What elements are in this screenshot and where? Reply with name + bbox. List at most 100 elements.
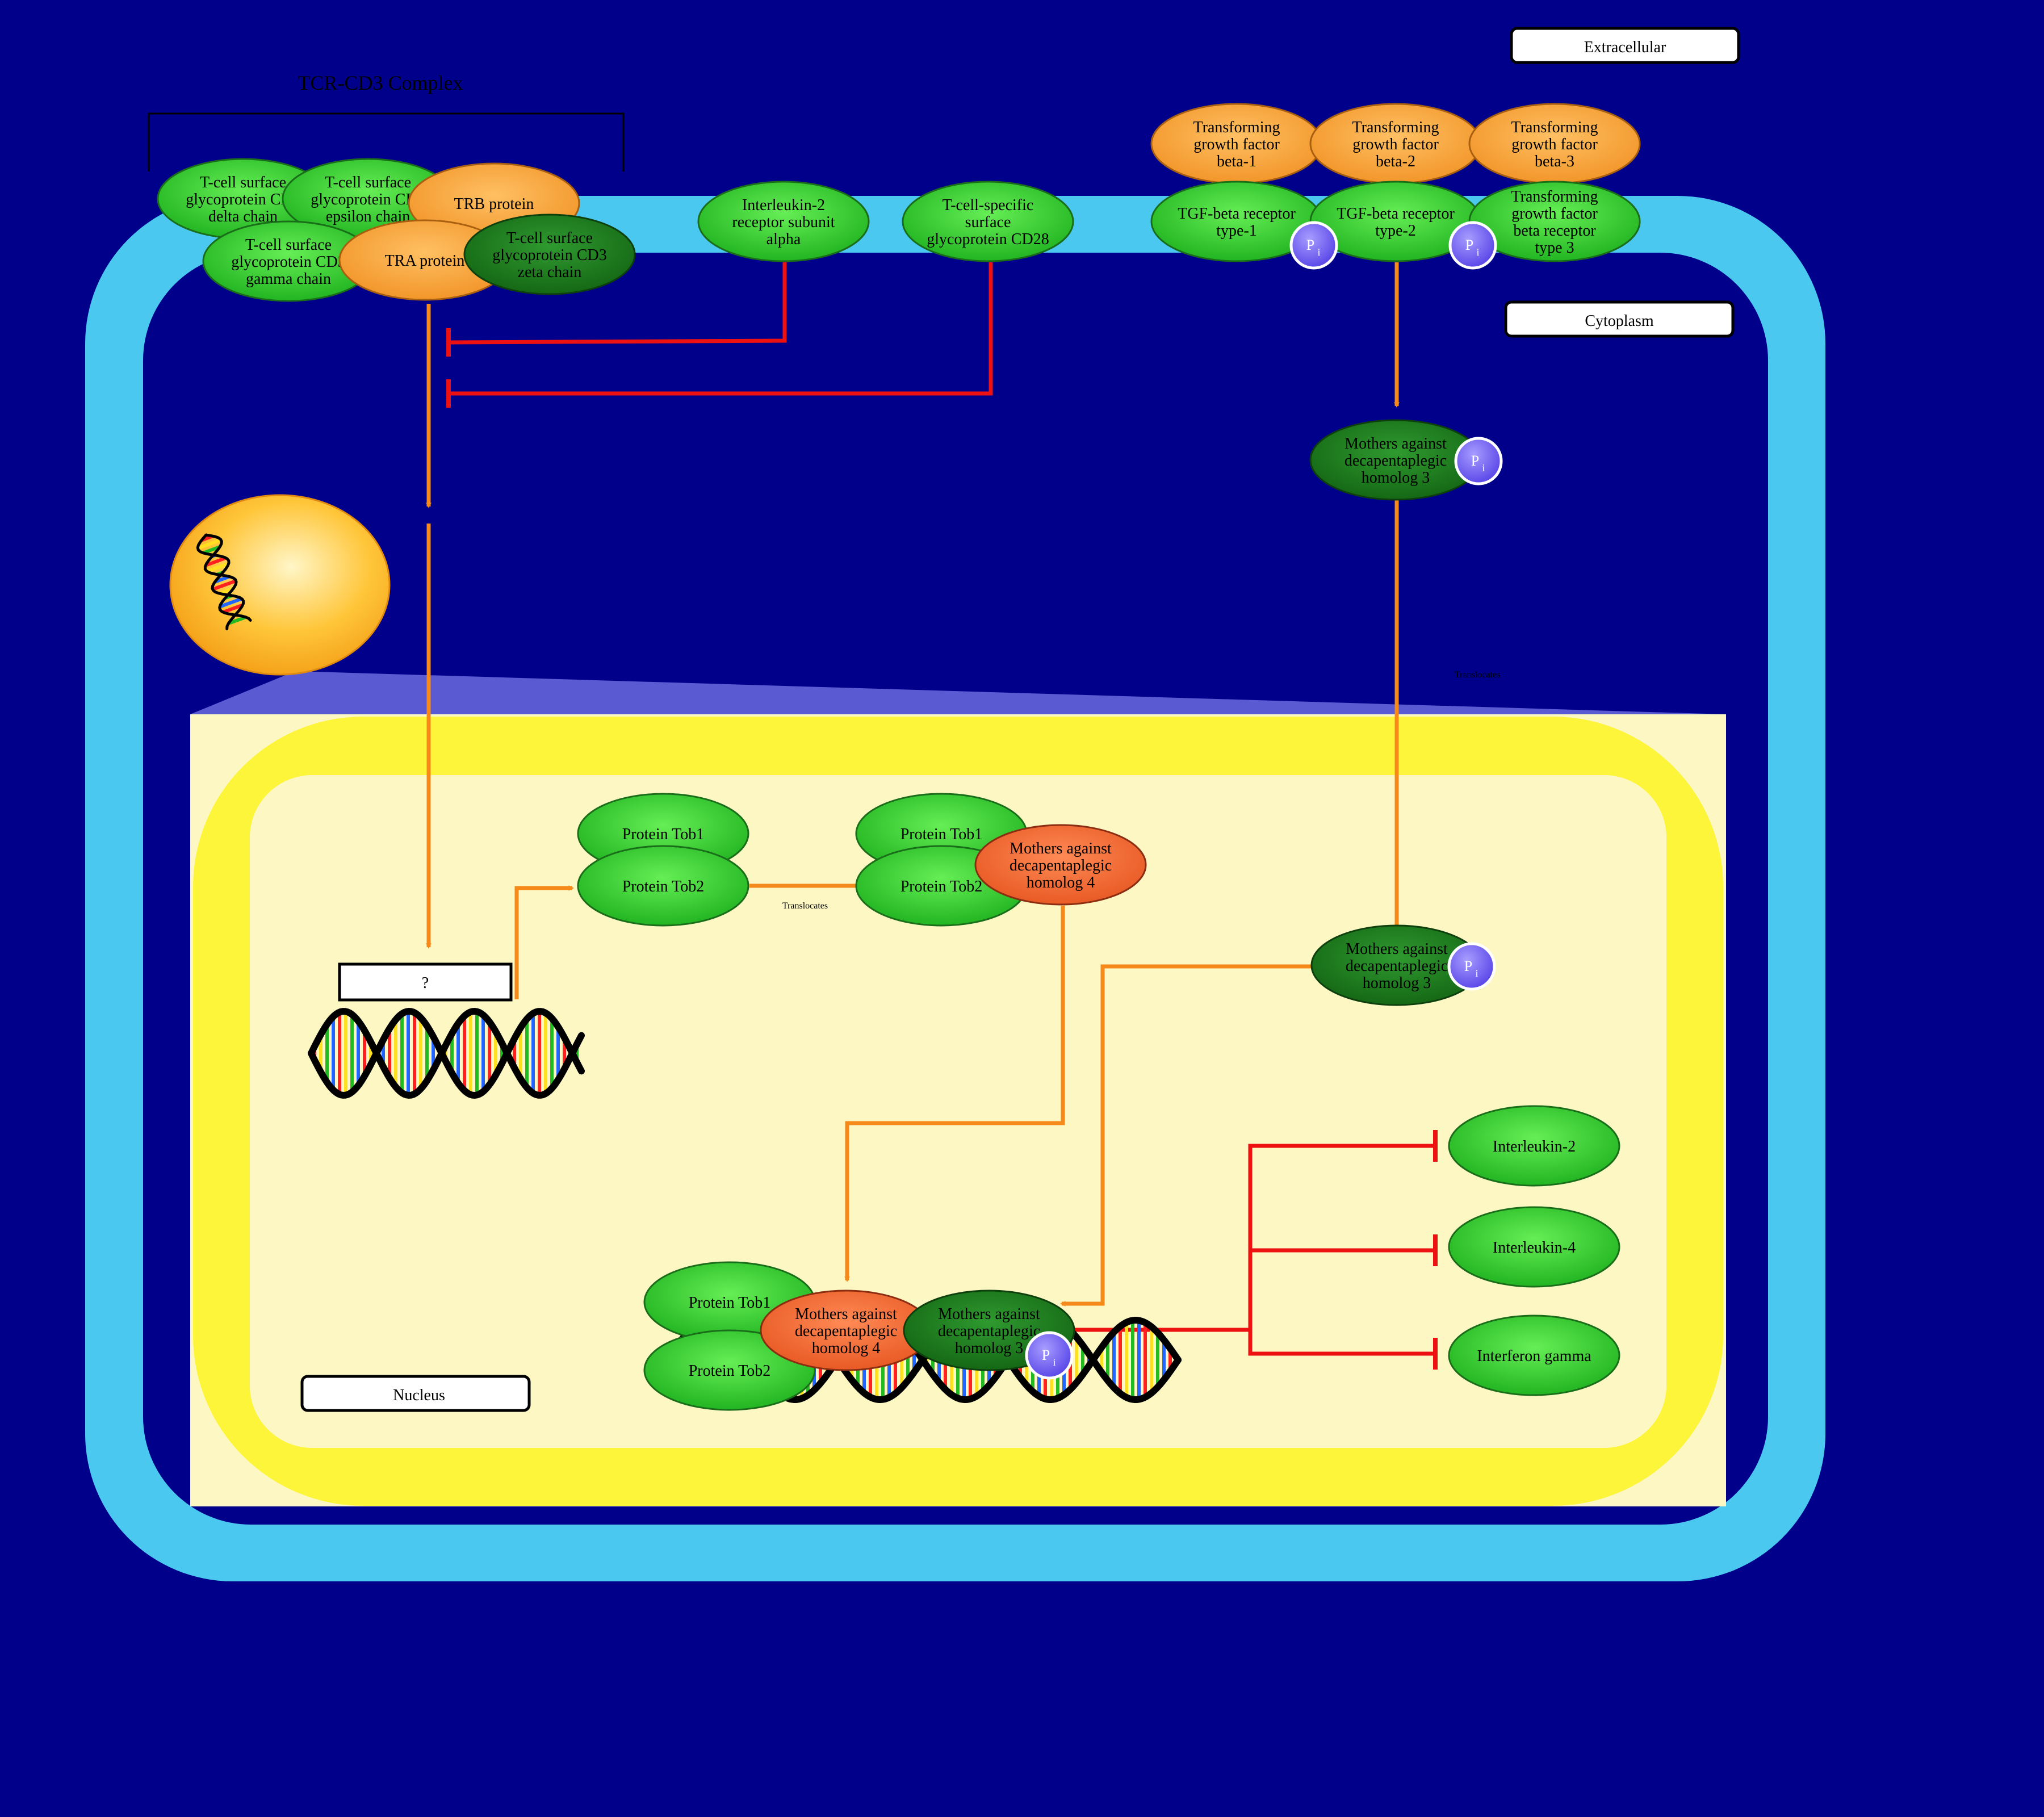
- nucleus-zoom-projection: [190, 671, 1726, 714]
- node-shape: [1448, 1314, 1620, 1396]
- node-il4[interactable]: Interleukin-4: [1448, 1206, 1620, 1288]
- dna-icon: [196, 533, 252, 631]
- edge-gene-to-tob: [514, 885, 574, 999]
- node-label: beta-2: [1376, 153, 1415, 170]
- node-label: gamma chain: [246, 270, 331, 288]
- node-il2[interactable]: Interleukin-2: [1448, 1105, 1620, 1187]
- node-label: type-1: [1216, 222, 1257, 240]
- edge-smad3-to-dna: [1060, 964, 1313, 1307]
- node-label: glycoprotein CD28: [927, 231, 1049, 248]
- node-label: alpha: [767, 231, 801, 248]
- node-label: homolog 3: [955, 1339, 1024, 1357]
- node-label: Mothers against: [1344, 435, 1447, 453]
- node-label: TGF-beta receptor: [1337, 205, 1455, 223]
- extracellular-label: Extracellular: [1584, 39, 1666, 56]
- node-label: Mothers against: [938, 1305, 1040, 1323]
- node-label: Interferon gamma: [1477, 1347, 1591, 1365]
- node-label: Transforming: [1511, 188, 1598, 206]
- node-label: homolog 3: [1363, 974, 1431, 992]
- phosphate-label: P: [1465, 237, 1473, 253]
- node-label: Protein Tob1: [900, 826, 983, 843]
- translocates-label-tob: Translocates: [782, 901, 828, 911]
- edge-complex-inhibits-cytokines: [1073, 1144, 1434, 1356]
- node-label: surface: [965, 213, 1011, 231]
- tcr-cd3-complex-label: TCR-CD3 Complex: [298, 72, 463, 94]
- node-label: Protein Tob1: [622, 826, 705, 843]
- node-label: glycoprotein CD3: [231, 253, 345, 271]
- node-label: zeta chain: [518, 263, 582, 281]
- node-shape: [697, 181, 870, 262]
- node-shape: [974, 824, 1147, 906]
- node-label: Protein Tob1: [689, 1294, 771, 1312]
- node-label: TRB protein: [454, 195, 534, 213]
- node-label: T-cell surface: [325, 174, 411, 191]
- node-label: receptor subunit: [732, 213, 835, 231]
- node-label: type-2: [1375, 222, 1416, 240]
- node-tob2-a[interactable]: Protein Tob2: [577, 845, 749, 927]
- node-label: Mothers against: [1346, 940, 1448, 958]
- node-shape: [463, 213, 636, 295]
- node-label: growth factor: [1193, 136, 1280, 153]
- nucleus-label: Nucleus: [393, 1387, 445, 1404]
- node-label: glycoprotein CD3: [186, 191, 300, 208]
- node-shape: [1448, 1206, 1620, 1288]
- node-label: Protein Tob2: [900, 878, 983, 895]
- phosphate-subscript: i: [1476, 246, 1479, 258]
- node-shape: [902, 181, 1074, 262]
- interaction-edges: Translocates Translocates: [426, 262, 1500, 1370]
- node-shape: [1448, 1105, 1620, 1187]
- node-label: decapentaplegic: [1010, 857, 1112, 874]
- node-label: Interleukin-4: [1493, 1239, 1576, 1257]
- node-label: beta-3: [1535, 153, 1574, 170]
- node-label: TGF-beta receptor: [1178, 205, 1296, 223]
- node-label: Transforming: [1511, 119, 1598, 136]
- gene-dna-helix: [308, 1007, 585, 1099]
- node-label: homolog 3: [1362, 469, 1430, 487]
- node-label: decapentaplegic: [1344, 452, 1447, 470]
- tcr-cd3-bracket: [148, 112, 625, 171]
- node-shape: [577, 845, 749, 927]
- phosphate-label: P: [1306, 237, 1314, 253]
- unknown-gene-box: ?: [338, 962, 513, 1002]
- node-ifng[interactable]: Interferon gamma: [1448, 1314, 1620, 1396]
- extracellular-label-box: Extracellular: [1510, 27, 1740, 64]
- node-label: Mothers against: [795, 1305, 897, 1323]
- node-label: Interleukin-2: [742, 196, 825, 214]
- node-label: glycoprotein CD3: [311, 191, 425, 208]
- node-label: Transforming: [1193, 119, 1280, 136]
- nucleus-label-box: Nucleus: [300, 1375, 531, 1412]
- node-label: growth factor: [1511, 205, 1598, 223]
- nucleoplasm: [250, 775, 1666, 1448]
- node-label: Mothers against: [1010, 840, 1112, 857]
- node-label: decapentaplegic: [938, 1322, 1040, 1340]
- phosphate-subscript: i: [1475, 968, 1478, 979]
- translocates-label-smad3: Translocates: [1455, 670, 1500, 680]
- nucleus-icon: [169, 494, 391, 676]
- node-label: Protein Tob2: [689, 1362, 771, 1380]
- node-tra[interactable]: TRA protein: [338, 219, 511, 301]
- node-label: T-cell surface: [200, 174, 286, 191]
- node-label: Transforming: [1352, 119, 1439, 136]
- node-label: type 3: [1535, 239, 1574, 257]
- node-label: growth factor: [1511, 136, 1598, 153]
- edge-cd28-inhibits: [449, 262, 993, 396]
- node-label: decapentaplegic: [795, 1322, 897, 1340]
- phosphate-label: P: [1471, 453, 1479, 469]
- node-label: Interleukin-2: [1493, 1138, 1576, 1155]
